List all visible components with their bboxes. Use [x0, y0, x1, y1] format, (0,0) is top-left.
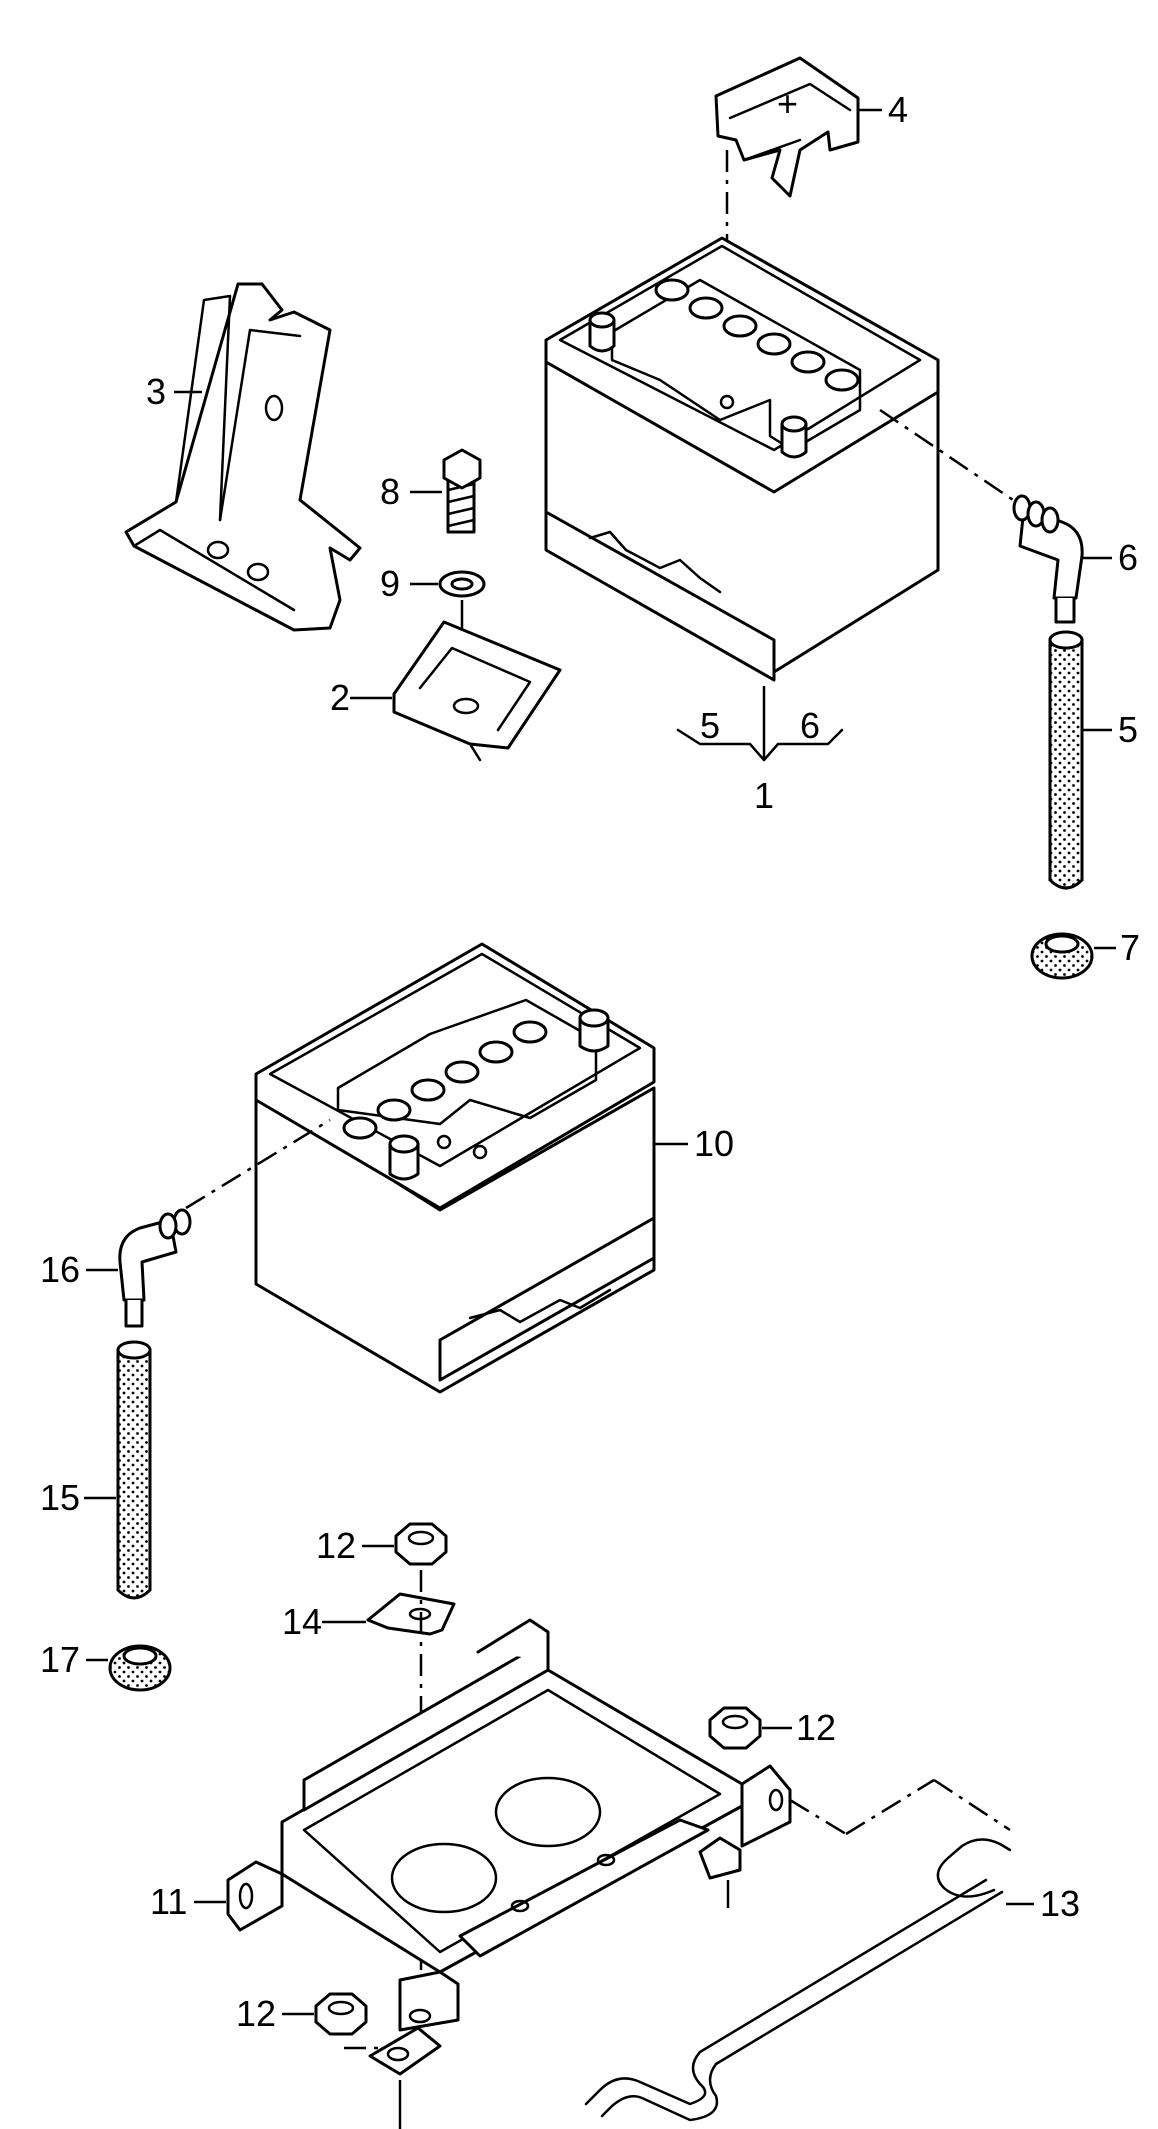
- cover-plus-symbol: +: [777, 83, 798, 124]
- callout-11: 11: [150, 1881, 187, 1922]
- callout-7: 7: [1120, 927, 1140, 968]
- callout-17: 17: [40, 1639, 80, 1680]
- callout-12-top: 12: [316, 1525, 356, 1566]
- callout-5-hose: 5: [1118, 709, 1138, 750]
- callout-1: 1: [754, 775, 774, 816]
- callout-9: 9: [380, 563, 400, 604]
- callout-12-bottom: 12: [236, 1993, 276, 2034]
- grommet-bottom-part: 17: [40, 1639, 172, 1692]
- vent-hose-bottom-part: 15: [40, 1340, 152, 1600]
- grommet-top-part: 7: [1030, 927, 1140, 980]
- callout-3: 3: [146, 371, 166, 412]
- battery-top-part: 5 6 1: [544, 236, 1023, 816]
- battery-bottom-part: 10: [185, 942, 734, 1394]
- bolt-part: 8: [380, 448, 482, 534]
- battery-tray-part: 11: [150, 1618, 1011, 2129]
- nut-bottom-part: 12: [236, 1992, 368, 2036]
- terminal-cover-part: + 4: [714, 56, 908, 400]
- callout-6-bracket: 6: [800, 705, 820, 746]
- clamp-part: 2: [330, 620, 562, 762]
- callout-16: 16: [40, 1249, 80, 1290]
- callout-15: 15: [40, 1477, 80, 1518]
- hold-down-strap-part: 3: [124, 282, 362, 632]
- nut-top-part: 12: [316, 1522, 448, 1566]
- callout-12-right: 12: [796, 1707, 836, 1748]
- callout-5-bracket: 5: [700, 705, 720, 746]
- callout-14: 14: [282, 1601, 322, 1642]
- callout-4: 4: [888, 89, 908, 130]
- vent-elbow-bottom-part: 16: [40, 1208, 192, 1328]
- callout-2: 2: [330, 677, 350, 718]
- callout-8: 8: [380, 471, 400, 512]
- callout-13: 13: [1040, 1883, 1080, 1924]
- hold-down-rod-part: 13: [584, 1838, 1080, 2122]
- vent-elbow-part: 6: [1012, 494, 1138, 624]
- callout-6-elbow: 6: [1118, 537, 1138, 578]
- callout-10: 10: [694, 1123, 734, 1164]
- vent-hose-part: 5: [1048, 630, 1138, 890]
- nut-right-part: 12: [708, 1706, 836, 1750]
